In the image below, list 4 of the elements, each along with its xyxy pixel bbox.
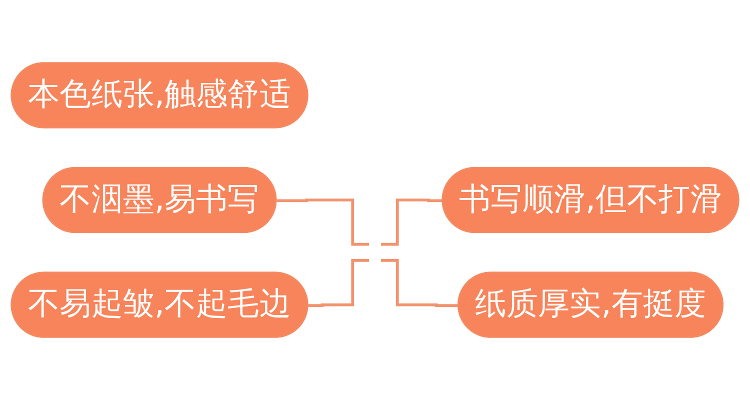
connector bbox=[380, 259, 459, 307]
connector bbox=[308, 259, 370, 307]
connector bbox=[380, 198, 444, 246]
connector bbox=[276, 198, 370, 246]
